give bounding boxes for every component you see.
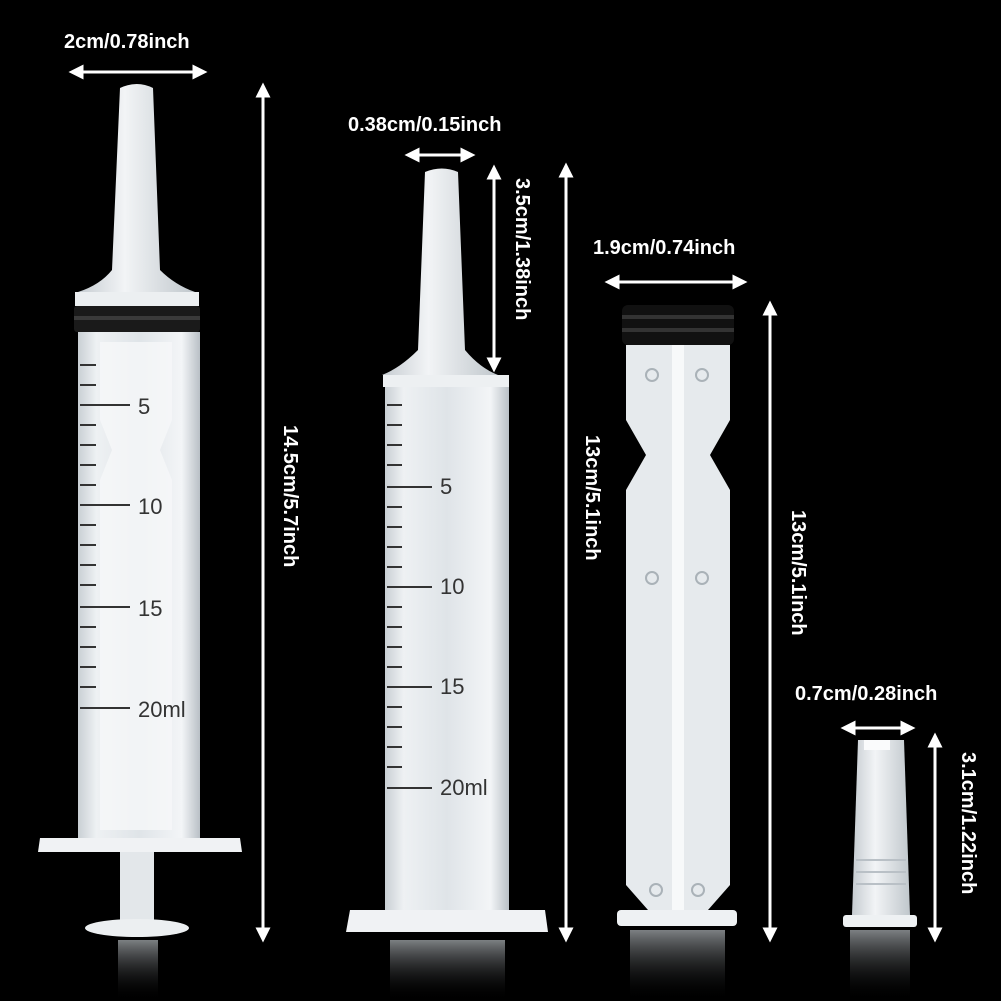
medium-syringe-length-label: 13cm/5.1inch [581,435,603,561]
plunger-width-label: 1.9cm/0.74inch [593,237,736,259]
large-scale-10: 10 [138,494,163,519]
plunger [617,305,737,1001]
medium-scale-5: 5 [440,474,453,499]
tip-cap [843,740,917,1001]
large-scale-5: 5 [138,394,151,419]
large-syringe-length-label: 14.5cm/5.7inch [279,425,301,568]
medium-scale-15: 15 [440,674,465,699]
medium-syringe [346,168,548,1001]
dimension-arrows [68,64,943,943]
medium-tip-length-label: 3.5cm/1.38inch [511,178,533,321]
medium-scale-10: 10 [440,574,465,599]
medium-syringe-ticks [387,404,432,789]
large-scale-15: 15 [138,596,163,621]
large-scale-20ml: 20ml [138,697,186,722]
tip-cap-width-label: 0.7cm/0.28inch [795,683,938,705]
large-syringe [38,84,242,1001]
tip-cap-length-label: 3.1cm/1.22inch [957,752,979,895]
medium-scale-20ml: 20ml [440,775,488,800]
large-syringe-ticks [80,364,130,709]
large-syringe-width-label: 2cm/0.78inch [64,31,190,53]
plunger-length-label: 13cm/5.1inch [787,510,809,636]
medium-tip-width-label: 0.38cm/0.15inch [348,114,502,136]
